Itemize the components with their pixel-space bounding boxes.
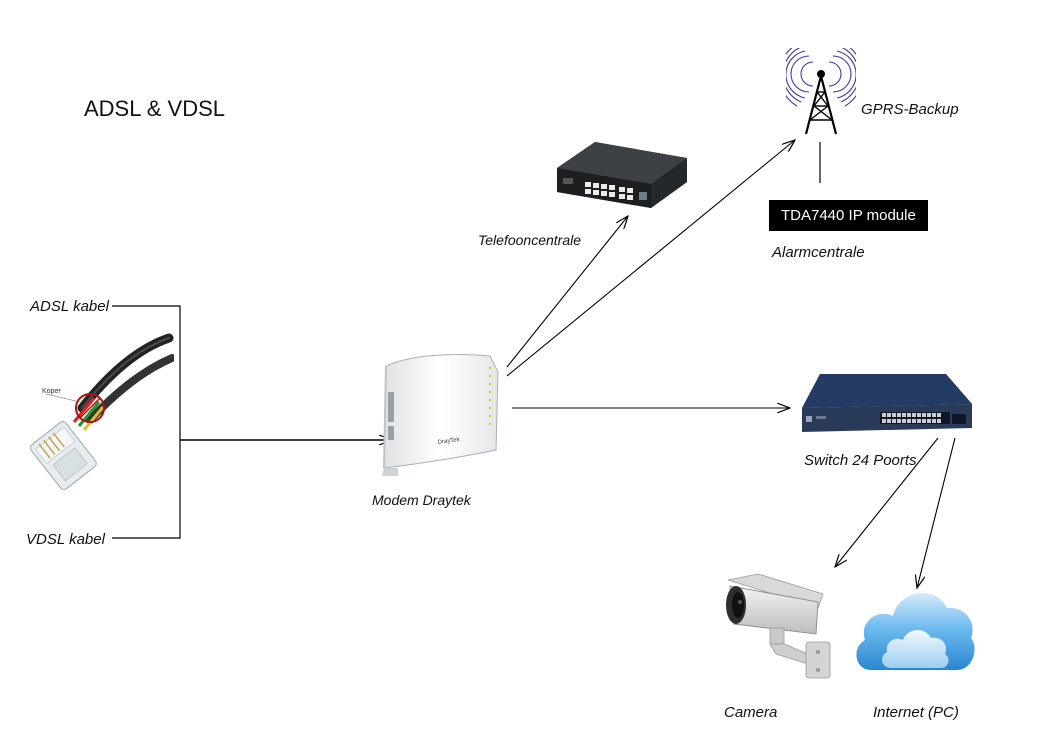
modem-brand-text: DrayTek — [437, 437, 461, 446]
modem-label: Modem Draytek — [372, 492, 471, 508]
gprs-label: GPRS-Backup — [861, 101, 959, 118]
vdsl-cable-label: VDSL kabel — [26, 531, 105, 548]
cable-bracket — [112, 305, 181, 539]
arrow-switch-to-internet — [917, 437, 956, 588]
diagram-title: ADSL & VDSL — [84, 96, 226, 121]
camera-label: Camera — [724, 704, 778, 721]
switch-label: Switch 24 Poorts — [804, 452, 917, 469]
radio-tower-icon — [786, 48, 856, 135]
arrow-modem-to-telefooncentrale — [506, 216, 628, 368]
arrow-modem-to-gprs — [506, 140, 795, 377]
draytek-modem-icon: DrayTek — [382, 353, 499, 476]
alarmcentrale-label: Alarmcentrale — [772, 244, 865, 261]
network-switch-icon — [802, 374, 972, 432]
cloud-icon — [856, 592, 975, 670]
arrow-switch-to-camera — [835, 437, 939, 567]
rj11-cable-icon — [29, 333, 174, 491]
telefooncentrale-label: Telefooncentrale — [478, 232, 582, 248]
tda7440-module-box: TDA7440 IP module — [769, 200, 928, 231]
adsl-cable-label: ADSL kabel — [30, 298, 109, 315]
phone-switch-icon — [557, 142, 687, 208]
koper-label: Koper — [42, 388, 61, 395]
internet-label: Internet (PC) — [873, 704, 959, 721]
security-camera-icon — [726, 573, 831, 679]
